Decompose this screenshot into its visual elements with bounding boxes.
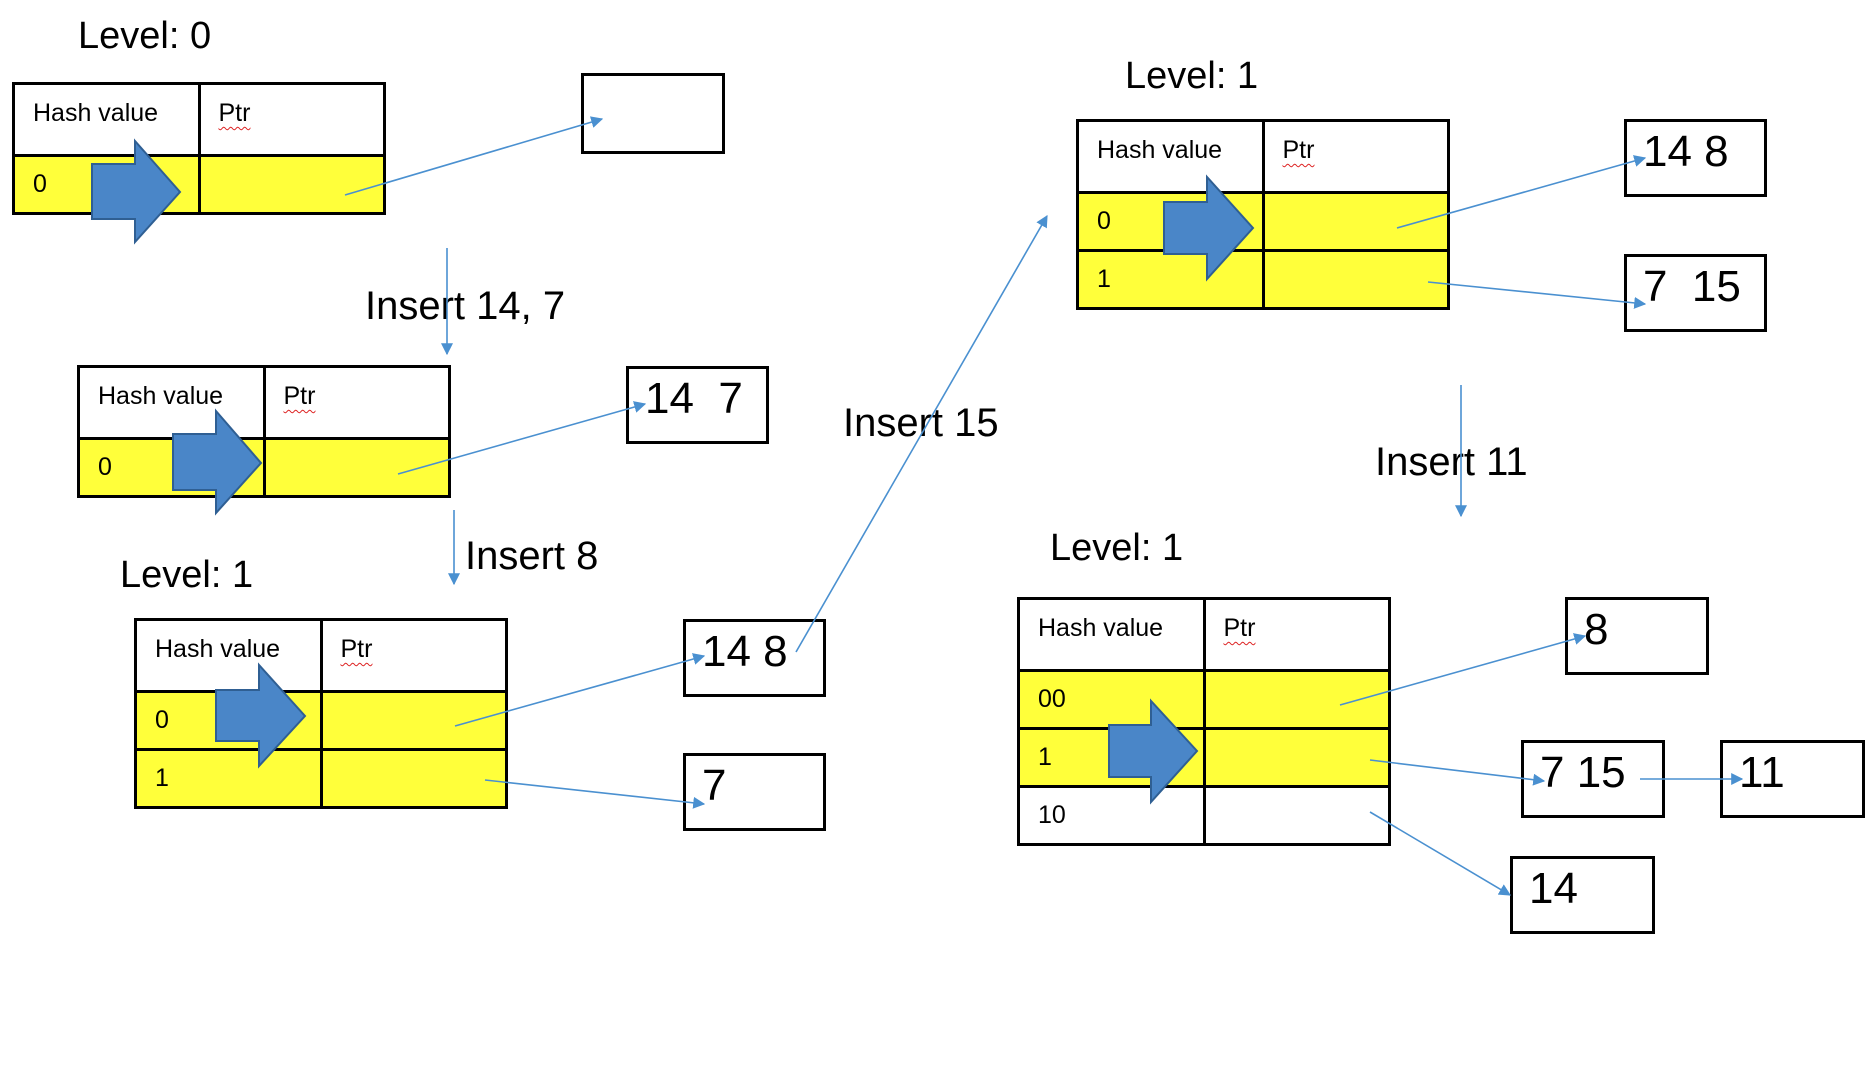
- hash-value-header: Hash value: [1017, 597, 1206, 672]
- insert-15-label: Insert 15: [843, 401, 999, 445]
- hash-value-header: Hash value: [77, 365, 266, 440]
- ptr-header: Ptr: [262, 365, 451, 440]
- level-label-0: Level: 0: [78, 15, 212, 57]
- bucket-8: 8: [1565, 597, 1709, 675]
- hash-value-cell: 0: [77, 437, 266, 498]
- bucket-14-8-right: 14 8: [1624, 119, 1767, 197]
- hash-value-cell: 1: [134, 748, 323, 809]
- ptr-cell: [1261, 249, 1450, 310]
- ptr-header: Ptr: [319, 618, 508, 693]
- insert-11-label: Insert 11: [1375, 440, 1528, 484]
- directory-table-level-0: Hash value Ptr 0: [12, 82, 386, 215]
- ptr-cell: [319, 690, 508, 751]
- level-label-1-left: Level: 1: [120, 554, 254, 596]
- ptr-header: Ptr: [1202, 597, 1391, 672]
- bucket-11: 11: [1720, 740, 1865, 818]
- pointer-line: [484, 779, 706, 809]
- level-label-1-top-right: Level: 1: [1125, 55, 1259, 97]
- ptr-cell: [1202, 785, 1391, 846]
- bucket-14-7: 14 7: [626, 366, 769, 444]
- hash-value-cell: 0: [12, 154, 201, 215]
- level-label-1-bottom-right: Level: 1: [1050, 527, 1184, 569]
- hash-value-cell: 0: [134, 690, 323, 751]
- directory-table-level-1-bottom-right: Hash value Ptr 00 1 10: [1017, 597, 1391, 846]
- hash-value-header: Hash value: [134, 618, 323, 693]
- hash-value-header: Hash value: [12, 82, 201, 157]
- bucket-14-8-left: 14 8: [683, 619, 826, 697]
- bucket-14: 14: [1510, 856, 1655, 934]
- bucket-7-15-right: 7 15: [1624, 254, 1767, 332]
- pointer-line: [1369, 811, 1512, 896]
- hash-value-cell: 00: [1017, 669, 1206, 730]
- hash-value-cell: 10: [1017, 785, 1206, 846]
- directory-table-level-1-top-right: Hash value Ptr 0 1: [1076, 119, 1450, 310]
- ptr-header: Ptr: [1261, 119, 1450, 194]
- ptr-header: Ptr: [197, 82, 386, 157]
- insert-14-7-label: Insert 14, 7: [365, 284, 566, 328]
- hash-value-header: Hash value: [1076, 119, 1265, 194]
- ptr-cell: [1202, 727, 1391, 788]
- ptr-cell: [1261, 191, 1450, 252]
- insert-8-label: Insert 8: [465, 534, 599, 578]
- ptr-cell: [197, 154, 386, 215]
- hash-value-cell: 0: [1076, 191, 1265, 252]
- directory-table-level-1-left: Hash value Ptr 0 1: [134, 618, 508, 809]
- hash-value-cell: 1: [1017, 727, 1206, 788]
- ptr-cell: [1202, 669, 1391, 730]
- directory-table-after-insert-14-7: Hash value Ptr 0: [77, 365, 451, 498]
- hash-value-cell: 1: [1076, 249, 1265, 310]
- pointer-line: [1369, 759, 1546, 786]
- pointer-line: [1427, 281, 1647, 309]
- bucket-7-15-bottom: 7 15: [1521, 740, 1665, 818]
- bucket-empty: [581, 73, 725, 154]
- ptr-cell: [319, 748, 508, 809]
- ptr-cell: [262, 437, 451, 498]
- bucket-7-left: 7: [683, 753, 826, 831]
